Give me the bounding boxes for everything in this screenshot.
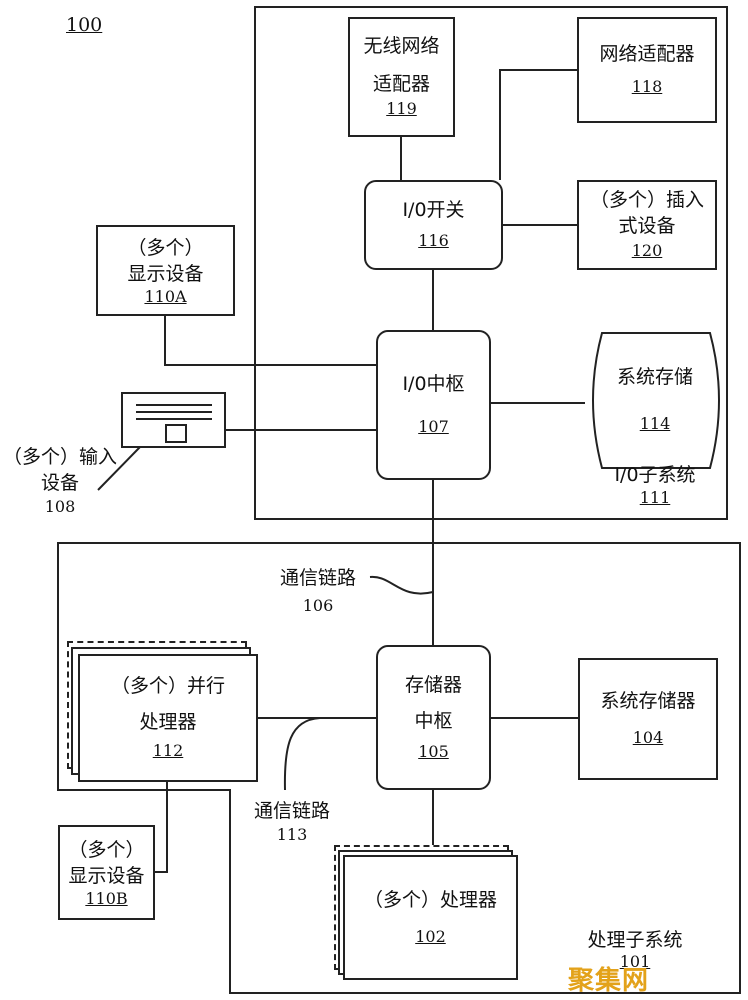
processing-subsystem-number: 101 [619, 952, 651, 971]
comm-link-106-number: 106 [302, 596, 334, 615]
io-subsystem-label-group: I/0子系统 111 [590, 462, 720, 508]
io-switch-box: I/0开关 116 [364, 180, 503, 270]
system-disk-shape [592, 332, 720, 469]
system-disk: 系统存储 114 [590, 345, 720, 455]
input-devices-number: 108 [44, 497, 76, 516]
memory-hub-line2: 中枢 [414, 709, 453, 732]
addin-devices-box: （多个）插入 式设备 120 [577, 180, 717, 270]
network-adapter-number: 118 [631, 77, 663, 96]
system-memory-label: 系统存储器 [600, 690, 696, 712]
io-hub-box: I/0中枢 107 [376, 330, 491, 480]
parallel-processors-box: （多个）并行 处理器 112 [78, 654, 258, 782]
wireless-adapter-line1: 无线网络 [363, 35, 440, 57]
network-adapter-box: 网络适配器 118 [577, 17, 717, 123]
io-hub-label: I/0中枢 [402, 373, 465, 395]
display-b-line2: 显示设备 [68, 864, 145, 887]
input-line-icon [136, 418, 212, 420]
system-disk-label: 系统存储 [616, 366, 693, 388]
io-hub-number: 107 [418, 417, 449, 436]
processors-label: （多个）处理器 [363, 888, 497, 911]
wireless-adapter-line2: 适配器 [372, 73, 430, 95]
figure-number: 100 [66, 14, 103, 36]
comm-link-113-label: 通信链路 [253, 800, 330, 822]
input-line-icon [136, 404, 212, 406]
addin-devices-line2: 式设备 [618, 215, 676, 237]
display-a-line2: 显示设备 [127, 262, 204, 285]
parallel-processors-line1: （多个）并行 [110, 675, 225, 697]
display-a-number: 110A [144, 286, 187, 306]
system-memory-number: 104 [632, 728, 664, 747]
display-b-line1: （多个） [68, 838, 145, 861]
memory-hub-number: 105 [418, 741, 449, 761]
input-device-icon [121, 392, 226, 448]
input-devices-line1: （多个）输入 [2, 446, 117, 468]
comm-link-113-label-group: 通信链路 113 [240, 798, 344, 846]
processors-box: （多个）处理器 102 [343, 855, 518, 980]
input-line-icon [136, 411, 212, 413]
system-disk-number: 114 [639, 414, 671, 433]
processing-subsystem-label-group: 处理子系统 101 [570, 927, 700, 971]
display-a-line1: （多个） [127, 236, 204, 259]
comm-link-113-number: 113 [276, 825, 308, 844]
input-devices-line2: 设备 [40, 472, 79, 494]
processing-subsystem-frame [57, 542, 741, 994]
io-switch-number: 116 [418, 231, 449, 250]
memory-hub-line1: 存储器 [404, 673, 462, 696]
display-devices-110b-box: （多个） 显示设备 110B [58, 825, 155, 920]
wireless-adapter-number: 119 [386, 99, 417, 118]
comm-link-106-label: 通信链路 [279, 567, 356, 589]
wireless-network-adapter-box: 无线网络 适配器 119 [348, 17, 455, 137]
watermark-logo: 聚集网 [568, 966, 650, 996]
processors-number: 102 [415, 926, 446, 946]
io-subsystem-label: I/0子系统 [614, 464, 696, 486]
processing-subsystem-label: 处理子系统 [587, 929, 683, 951]
addin-devices-line1: （多个）插入 [589, 189, 704, 211]
io-switch-label: I/0开关 [402, 199, 465, 221]
display-b-number: 110B [85, 888, 128, 908]
addin-devices-number: 120 [631, 241, 663, 260]
input-devices-label-group: （多个）输入 设备 108 [0, 444, 120, 518]
network-adapter-label: 网络适配器 [599, 43, 695, 65]
comm-link-106-label-group: 通信链路 106 [266, 565, 370, 617]
parallel-processors-line2: 处理器 [139, 711, 197, 733]
system-memory-box: 系统存储器 104 [578, 658, 718, 780]
display-devices-110a-box: （多个） 显示设备 110A [96, 225, 235, 316]
input-square-icon [165, 424, 187, 443]
io-subsystem-frame [254, 6, 728, 520]
parallel-processors-number: 112 [152, 741, 184, 760]
memory-hub-box: 存储器 中枢 105 [376, 645, 491, 790]
io-subsystem-number: 111 [639, 488, 671, 507]
